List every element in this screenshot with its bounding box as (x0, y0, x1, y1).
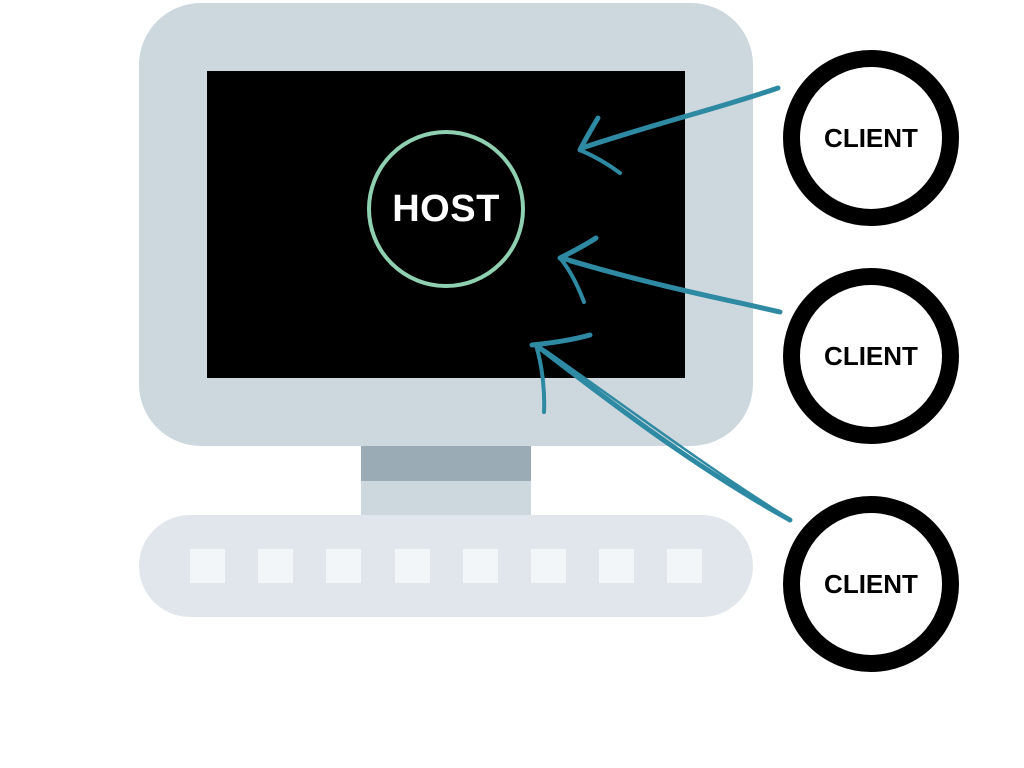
monitor-stand-base (361, 481, 531, 516)
monitor-stand-neck (361, 446, 531, 481)
keyboard-key (258, 549, 293, 583)
keyboard (139, 515, 753, 617)
client-label: CLIENT (824, 568, 918, 599)
keyboard-key (463, 549, 498, 583)
client-node-3: CLIENT (783, 496, 959, 672)
host-label: HOST (392, 187, 500, 230)
keyboard-key (667, 549, 702, 583)
keyboard-key (599, 549, 634, 583)
keyboard-key (531, 549, 566, 583)
keyboard-key (326, 549, 361, 583)
client-node-2: CLIENT (783, 268, 959, 444)
keyboard-key (190, 549, 225, 583)
client-label: CLIENT (824, 340, 918, 371)
keyboard-key (395, 549, 430, 583)
client-label: CLIENT (824, 122, 918, 153)
host-node: HOST (367, 130, 525, 288)
client-node-1: CLIENT (783, 50, 959, 226)
